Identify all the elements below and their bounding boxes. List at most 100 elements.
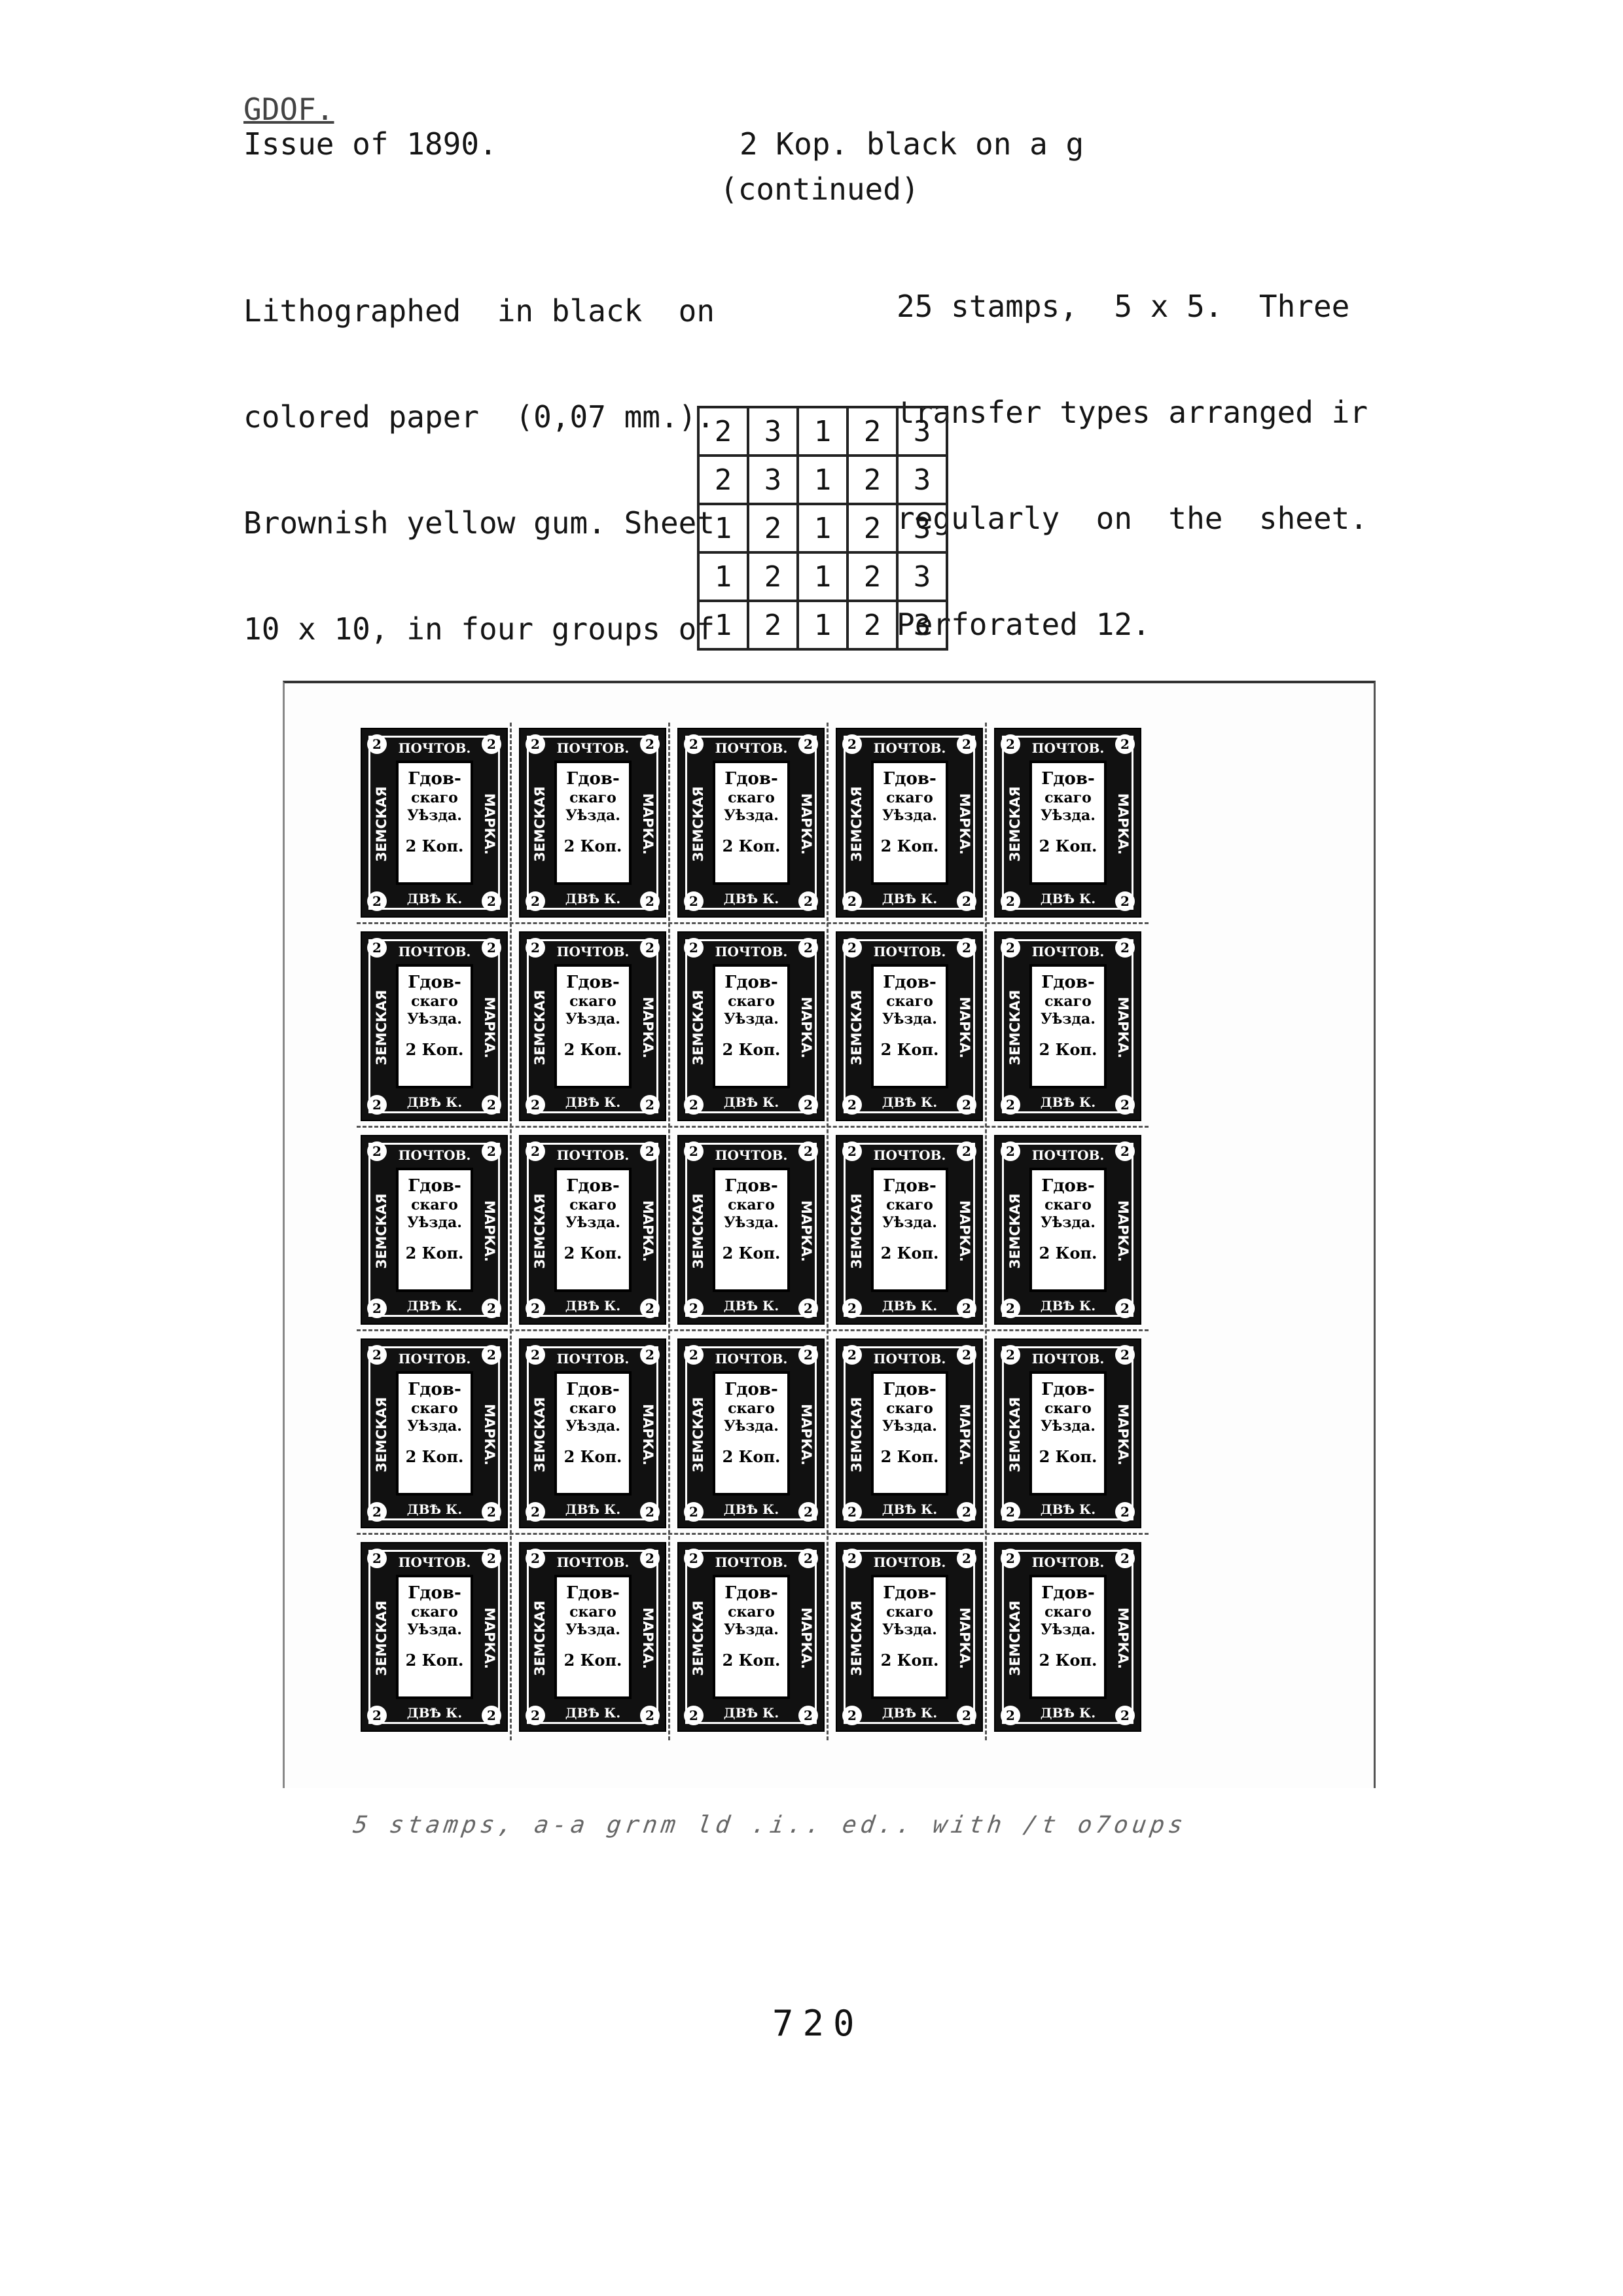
- stamp-center-text: скаго: [569, 993, 616, 1010]
- stamp-right-inscription: МАРКА.: [798, 793, 814, 855]
- stamp-center-text: Гдов-: [566, 1380, 620, 1399]
- stamp-right-inscription: МАРКА.: [1115, 1404, 1131, 1465]
- stamp-value: 2 Коп.: [880, 1447, 939, 1466]
- stamp-corner-numeral: 2: [798, 1706, 818, 1725]
- stamp-center-text: Уѣзда.: [1041, 1214, 1096, 1231]
- description-line: Lithographed in black on: [243, 293, 715, 329]
- stamp-bottom-inscription: ДВѢ К.: [406, 1094, 463, 1110]
- stamp-bottom-inscription: ДВѢ К.: [723, 891, 779, 906]
- stamp-left-inscription: ЗЕМСКАЯ: [690, 786, 706, 862]
- stamp-bottom-inscription: ДВѢ К.: [406, 1298, 463, 1314]
- town-heading: GDOF.: [243, 92, 334, 127]
- stamp-top-inscription: ПОЧТОВ.: [1031, 944, 1105, 960]
- type-grid-cell: 3: [747, 454, 799, 505]
- stamp-frame: [368, 736, 500, 910]
- stamp-corner-numeral: 2: [482, 1549, 501, 1568]
- stamp-center-text: скаго: [886, 1196, 933, 1213]
- stamp-right-inscription: МАРКА.: [1115, 793, 1131, 855]
- stamp-left-inscription: ЗЕМСКАЯ: [690, 990, 706, 1066]
- stamp-corner-numeral: 2: [957, 1141, 976, 1161]
- stamp-left-inscription: ЗЕМСКАЯ: [849, 990, 865, 1066]
- stamp-left-inscription: ЗЕМСКАЯ: [374, 1193, 389, 1269]
- stamp-center-text: Гдов-: [566, 1176, 620, 1196]
- stamp-value: 2 Коп.: [1039, 1040, 1097, 1059]
- stamp-corner-numeral: 2: [798, 734, 818, 754]
- stamp-value: 2 Коп.: [563, 836, 622, 855]
- stamp-center-text: Гдов-: [883, 769, 936, 789]
- stamp-bottom-inscription: ДВѢ К.: [882, 1501, 938, 1517]
- stamp-top-inscription: ПОЧТОВ.: [556, 1554, 630, 1570]
- stamp-value: 2 Коп.: [563, 1447, 622, 1466]
- stamp-bottom-inscription: ДВѢ К.: [406, 1705, 463, 1721]
- stamp-center-text: Уѣзда.: [724, 1011, 779, 1028]
- stamp-corner-numeral: 2: [842, 1549, 862, 1568]
- stamp-center-text: скаго: [1044, 789, 1092, 806]
- stamp-frame: [527, 939, 658, 1113]
- stamp-center-text: скаго: [569, 1196, 616, 1213]
- stamp-center-text: Уѣзда.: [882, 1011, 937, 1028]
- stamp-corner-numeral: 2: [526, 891, 545, 911]
- stamp-right-inscription: МАРКА.: [798, 1607, 814, 1669]
- stamp-center-text: скаго: [411, 1604, 458, 1621]
- perforation-line: [357, 1126, 1149, 1128]
- type-grid-cell: 2: [846, 551, 899, 602]
- stamp-center-text: Уѣзда.: [882, 1418, 937, 1435]
- stamp-corner-numeral: 2: [1115, 734, 1135, 754]
- stamp-corner-numeral: 2: [684, 1141, 704, 1161]
- stamp-top-inscription: ПОЧТОВ.: [873, 1147, 946, 1163]
- stamp-value: 2 Коп.: [722, 1447, 781, 1466]
- stamp-center-text: Уѣзда.: [882, 807, 937, 824]
- stamp-frame: [685, 736, 817, 910]
- stamp-bottom-inscription: ДВѢ К.: [406, 891, 463, 906]
- stamp-center-text: Гдов-: [408, 1380, 461, 1399]
- stamp-corner-numeral: 2: [640, 1345, 660, 1365]
- stamp-value: 2 Коп.: [405, 1651, 464, 1670]
- stamp-corner-numeral: 2: [1001, 1502, 1020, 1522]
- stamp-center-text: Гдов-: [1041, 1380, 1095, 1399]
- type-grid-cell: 3: [896, 406, 948, 457]
- stamp-center-text: скаго: [411, 993, 458, 1010]
- stamp-corner-numeral: 2: [640, 1299, 660, 1318]
- stamp-corner-numeral: 2: [957, 1549, 976, 1568]
- stamp-frame: [1002, 939, 1133, 1113]
- stamp-center-text: Уѣзда.: [724, 1214, 779, 1231]
- stamp-corner-numeral: 2: [482, 1502, 501, 1522]
- stamp-right-inscription: МАРКА.: [957, 1404, 972, 1465]
- page-number: 720: [772, 2003, 864, 2044]
- stamp-left-inscription: ЗЕМСКАЯ: [374, 990, 389, 1066]
- stamp-corner-numeral: 2: [640, 1502, 660, 1522]
- stamp-corner-numeral: 2: [842, 1095, 862, 1115]
- stamp-left-inscription: ЗЕМСКАЯ: [690, 1397, 706, 1473]
- stamp-corner-numeral: 2: [1115, 938, 1135, 958]
- stamp-center-text: скаго: [728, 1604, 775, 1621]
- stamp-corner-numeral: 2: [367, 1141, 387, 1161]
- stamp-corner-numeral: 2: [957, 1706, 976, 1725]
- stamp-corner-numeral: 2: [1115, 891, 1135, 911]
- stamp-top-inscription: ПОЧТОВ.: [1031, 740, 1105, 756]
- stamp-top-inscription: ПОЧТОВ.: [398, 740, 471, 756]
- stamp-value: 2 Коп.: [563, 1040, 622, 1059]
- stamp-frame: [844, 1550, 975, 1724]
- stamp-right-inscription: МАРКА.: [482, 997, 497, 1058]
- stamp-top-inscription: ПОЧТОВ.: [398, 944, 471, 960]
- stamp-right-inscription: МАРКА.: [482, 1607, 497, 1669]
- stamp-left-inscription: ЗЕМСКАЯ: [532, 1600, 548, 1676]
- stamp-frame: [685, 1550, 817, 1724]
- type-grid-cell: 1: [697, 503, 749, 554]
- description-line: 25 stamps, 5 x 5. Three: [897, 289, 1350, 324]
- stamp-value: 2 Коп.: [405, 1040, 464, 1059]
- stamp-corner-numeral: 2: [1001, 1706, 1020, 1725]
- stamp-top-inscription: ПОЧТОВ.: [873, 1351, 946, 1367]
